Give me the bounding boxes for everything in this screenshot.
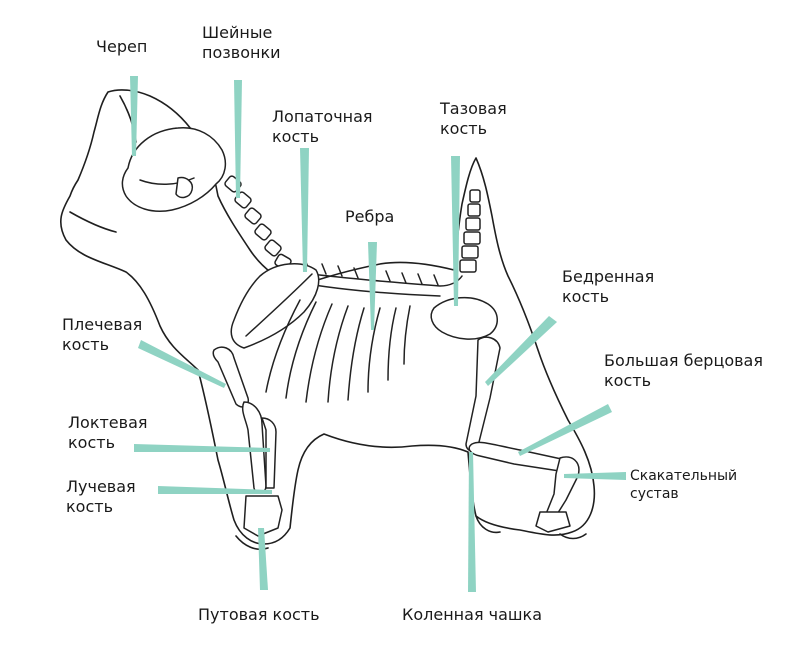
label-ulna: Локтевая кость	[68, 413, 153, 452]
label-pelvis: Тазовая кость	[439, 99, 512, 138]
pointer-radius	[158, 486, 272, 494]
label-pastern: Путовая кость	[198, 605, 320, 624]
tail-vertebrae	[459, 189, 481, 273]
skull-bone	[121, 127, 227, 212]
hock-bone	[545, 456, 580, 517]
label-radius: Лучевая кость	[66, 477, 141, 516]
scapula-bone	[230, 263, 320, 349]
pointer-humerus	[138, 340, 226, 388]
label-hock: Скакательный сустав	[630, 468, 742, 502]
pointer-ribs	[368, 242, 377, 330]
front-paw-bones	[243, 495, 283, 537]
label-ribs: Ребра	[345, 207, 394, 226]
pointer-lines	[130, 76, 626, 592]
humerus-bone	[212, 346, 250, 408]
pointer-pelvis	[451, 156, 460, 306]
ribs-bones	[265, 299, 411, 403]
pointer-patella	[468, 452, 476, 592]
pointer-femur	[485, 316, 557, 386]
skeleton	[121, 127, 580, 537]
pointer-cervical	[234, 80, 242, 198]
label-cervical: Шейные позвонки	[202, 23, 281, 62]
femur-bone	[465, 336, 501, 452]
pointer-ulna	[134, 444, 270, 452]
label-humerus: Плечевая кость	[62, 315, 147, 354]
pointer-skull	[130, 76, 138, 156]
pointer-hock	[564, 472, 626, 480]
label-scapula: Лопаточная кость	[272, 107, 378, 146]
tibia-bone	[468, 441, 573, 473]
labels: Череп Шейные позвонки Лопаточная кость Т…	[62, 23, 768, 624]
pointer-pastern	[258, 528, 268, 590]
pointer-tibia	[518, 404, 612, 456]
pointer-scapula	[300, 148, 309, 272]
label-tibia: Большая берцовая кость	[604, 351, 768, 390]
pelvis-bone	[430, 296, 498, 340]
cervical-vertebrae	[224, 175, 292, 271]
label-skull: Череп	[96, 37, 147, 56]
label-patella: Коленная чашка	[402, 605, 542, 624]
hind-paw-bones	[535, 511, 571, 533]
label-femur: Бедренная кость	[562, 267, 659, 306]
